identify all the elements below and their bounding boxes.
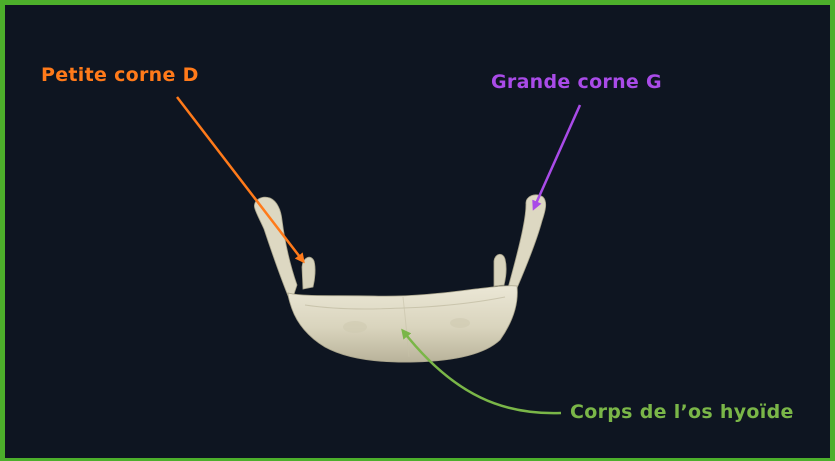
petite-corne-pointer (177, 97, 303, 261)
right-greater-horn (505, 195, 546, 299)
left-lesser-horn (302, 257, 315, 289)
grande-corne-pointer (534, 105, 580, 208)
label-petite-corne: Petite corne D (41, 64, 199, 86)
hyoid-bone (254, 195, 545, 362)
label-corps: Corps de l’os hyoïde (570, 401, 794, 423)
right-lesser-horn (494, 254, 506, 286)
label-grande-corne: Grande corne G (491, 71, 662, 93)
left-greater-horn (254, 197, 297, 303)
